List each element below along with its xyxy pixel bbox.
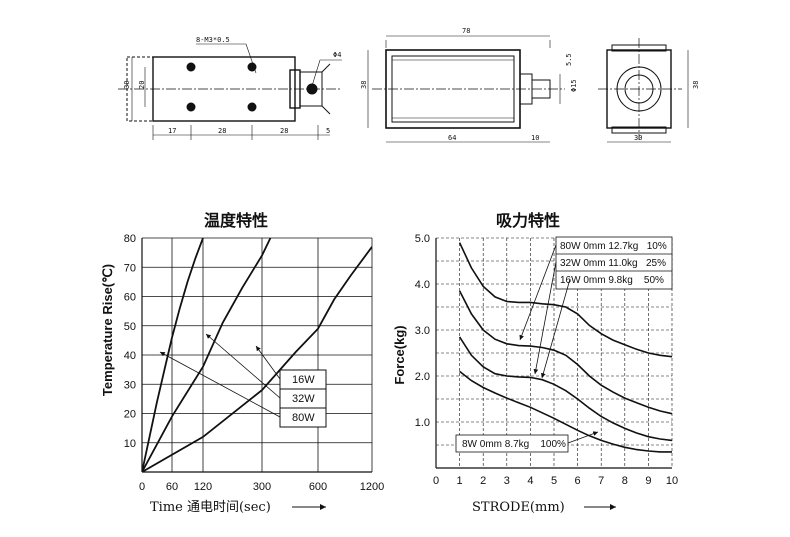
- end-view-drawing: [598, 38, 689, 143]
- x-tick-label: 5: [551, 475, 557, 487]
- y-tick-label: 4.0: [415, 279, 430, 291]
- force-legend: 80W 0mm 12.7kg 10% 32W 0mm 11.0kg 25% 16…: [455, 236, 673, 453]
- end-height-label: 38: [692, 81, 700, 89]
- x-tick-label: 3: [504, 475, 510, 487]
- front-total-len-label: 78: [462, 27, 470, 35]
- front-height-label: 38: [360, 81, 368, 89]
- side-dim-c-label: 28: [280, 127, 288, 135]
- x-tick-label: 6: [575, 475, 581, 487]
- y-tick-label: 60: [124, 292, 136, 304]
- temperature-legend-16w: 16W: [292, 374, 315, 386]
- y-tick-label: 2.0: [415, 371, 430, 383]
- side-callout-label: 8-M3*0.5: [196, 36, 230, 44]
- side-inner-height-label: 20: [138, 81, 146, 89]
- end-width-label: 30: [634, 134, 642, 142]
- side-height-label: 30: [123, 81, 131, 89]
- mount-hole: [247, 62, 257, 72]
- x-tick-label: 2: [480, 475, 486, 487]
- mount-hole: [186, 102, 196, 112]
- x-tick-label: 7: [598, 475, 604, 487]
- series-line-32w: [142, 238, 272, 472]
- front-stroke-len-label: 10: [531, 134, 539, 142]
- y-tick-label: 10: [124, 438, 136, 450]
- temperature-chart-title: 温度特性: [203, 211, 268, 230]
- series-line-16w: [142, 246, 372, 472]
- x-tick-label: 0: [433, 475, 439, 487]
- side-shaft-dia-label: Φ4: [333, 51, 341, 59]
- temperature-chart-xlabel: Time 通电时间(sec): [150, 500, 271, 515]
- y-tick-label: 1.0: [415, 417, 430, 429]
- y-tick-label: 5.0: [415, 233, 430, 245]
- side-view-drawing: [118, 43, 342, 140]
- front-flange-label: 5.5: [565, 53, 573, 66]
- series-line-80w: [142, 238, 204, 472]
- series-line-16w: [458, 336, 673, 442]
- mount-hole: [247, 102, 257, 112]
- y-tick-label: 70: [124, 262, 136, 274]
- y-tick-label: 40: [124, 350, 136, 362]
- temperature-legend-80w: 80W: [292, 412, 315, 424]
- x-tick-label: 1200: [360, 481, 384, 493]
- temperature-chart-ticks: 10 20 30 40 50 60 70 80 0 60 120 300 600 1200: [124, 233, 384, 493]
- front-body-len-label: 64: [448, 134, 456, 142]
- y-tick-label: 20: [124, 409, 136, 421]
- x-tick-label: 9: [645, 475, 651, 487]
- force-chart: 吸力特性 1.0 2.0 3.0 4.0 5.0 0 1 2 3 4 5 6 7 8 9 10 Force(k…: [392, 211, 678, 515]
- force-legend-8w: 8W 0mm 8.7kg 100%: [462, 439, 566, 450]
- side-dim-d-label: 5: [326, 127, 330, 135]
- force-chart-title: 吸力特性: [496, 211, 560, 230]
- x-tick-label: 0: [139, 481, 145, 493]
- force-legend-16w: 16W 0mm 9.8kg 50%: [560, 275, 664, 286]
- temperature-chart: 温度特性 10 20 30 40 50 60 70 80 0 60 120 300 600 1200 Te…: [100, 211, 384, 515]
- force-chart-ylabel: Force(kg): [392, 325, 407, 384]
- force-chart-series: [458, 242, 673, 453]
- force-chart-ticks: 1.0 2.0 3.0 4.0 5.0 0 1 2 3 4 5 6 7 8 9 10: [415, 233, 678, 487]
- force-legend-32w: 32W 0mm 11.0kg 25%: [560, 258, 666, 269]
- y-tick-label: 50: [124, 321, 136, 333]
- temperature-legend-32w: 32W: [292, 393, 315, 405]
- x-tick-label: 60: [166, 481, 178, 493]
- side-dim-b-label: 28: [218, 127, 226, 135]
- y-tick-label: 80: [124, 233, 136, 245]
- x-tick-label: 1: [457, 475, 463, 487]
- temperature-chart-grid: [141, 237, 373, 473]
- x-tick-label: 4: [527, 475, 533, 487]
- front-view-drawing: [367, 35, 565, 143]
- x-tick-label: 600: [309, 481, 327, 493]
- mount-hole: [186, 62, 196, 72]
- front-plunger-dia-label: Φ15: [570, 79, 578, 92]
- x-tick-label: 120: [194, 481, 212, 493]
- y-tick-label: 3.0: [415, 325, 430, 337]
- x-tick-label: 10: [666, 475, 678, 487]
- series-line-80w: [458, 242, 673, 358]
- force-chart-xlabel: STRODE(mm): [472, 500, 565, 515]
- x-tick-label: 300: [253, 481, 271, 493]
- force-legend-80w: 80W 0mm 12.7kg 10%: [560, 241, 667, 252]
- temperature-legend: 16W 32W 80W: [159, 333, 327, 428]
- x-tick-label: 8: [622, 475, 628, 487]
- temperature-chart-series: [142, 238, 372, 472]
- side-dim-a-label: 17: [168, 127, 176, 135]
- series-line-8w: [459, 370, 672, 453]
- y-tick-label: 30: [124, 379, 136, 391]
- series-line-32w: [458, 290, 673, 415]
- temperature-chart-ylabel: Temperature Rise(℃): [100, 264, 115, 396]
